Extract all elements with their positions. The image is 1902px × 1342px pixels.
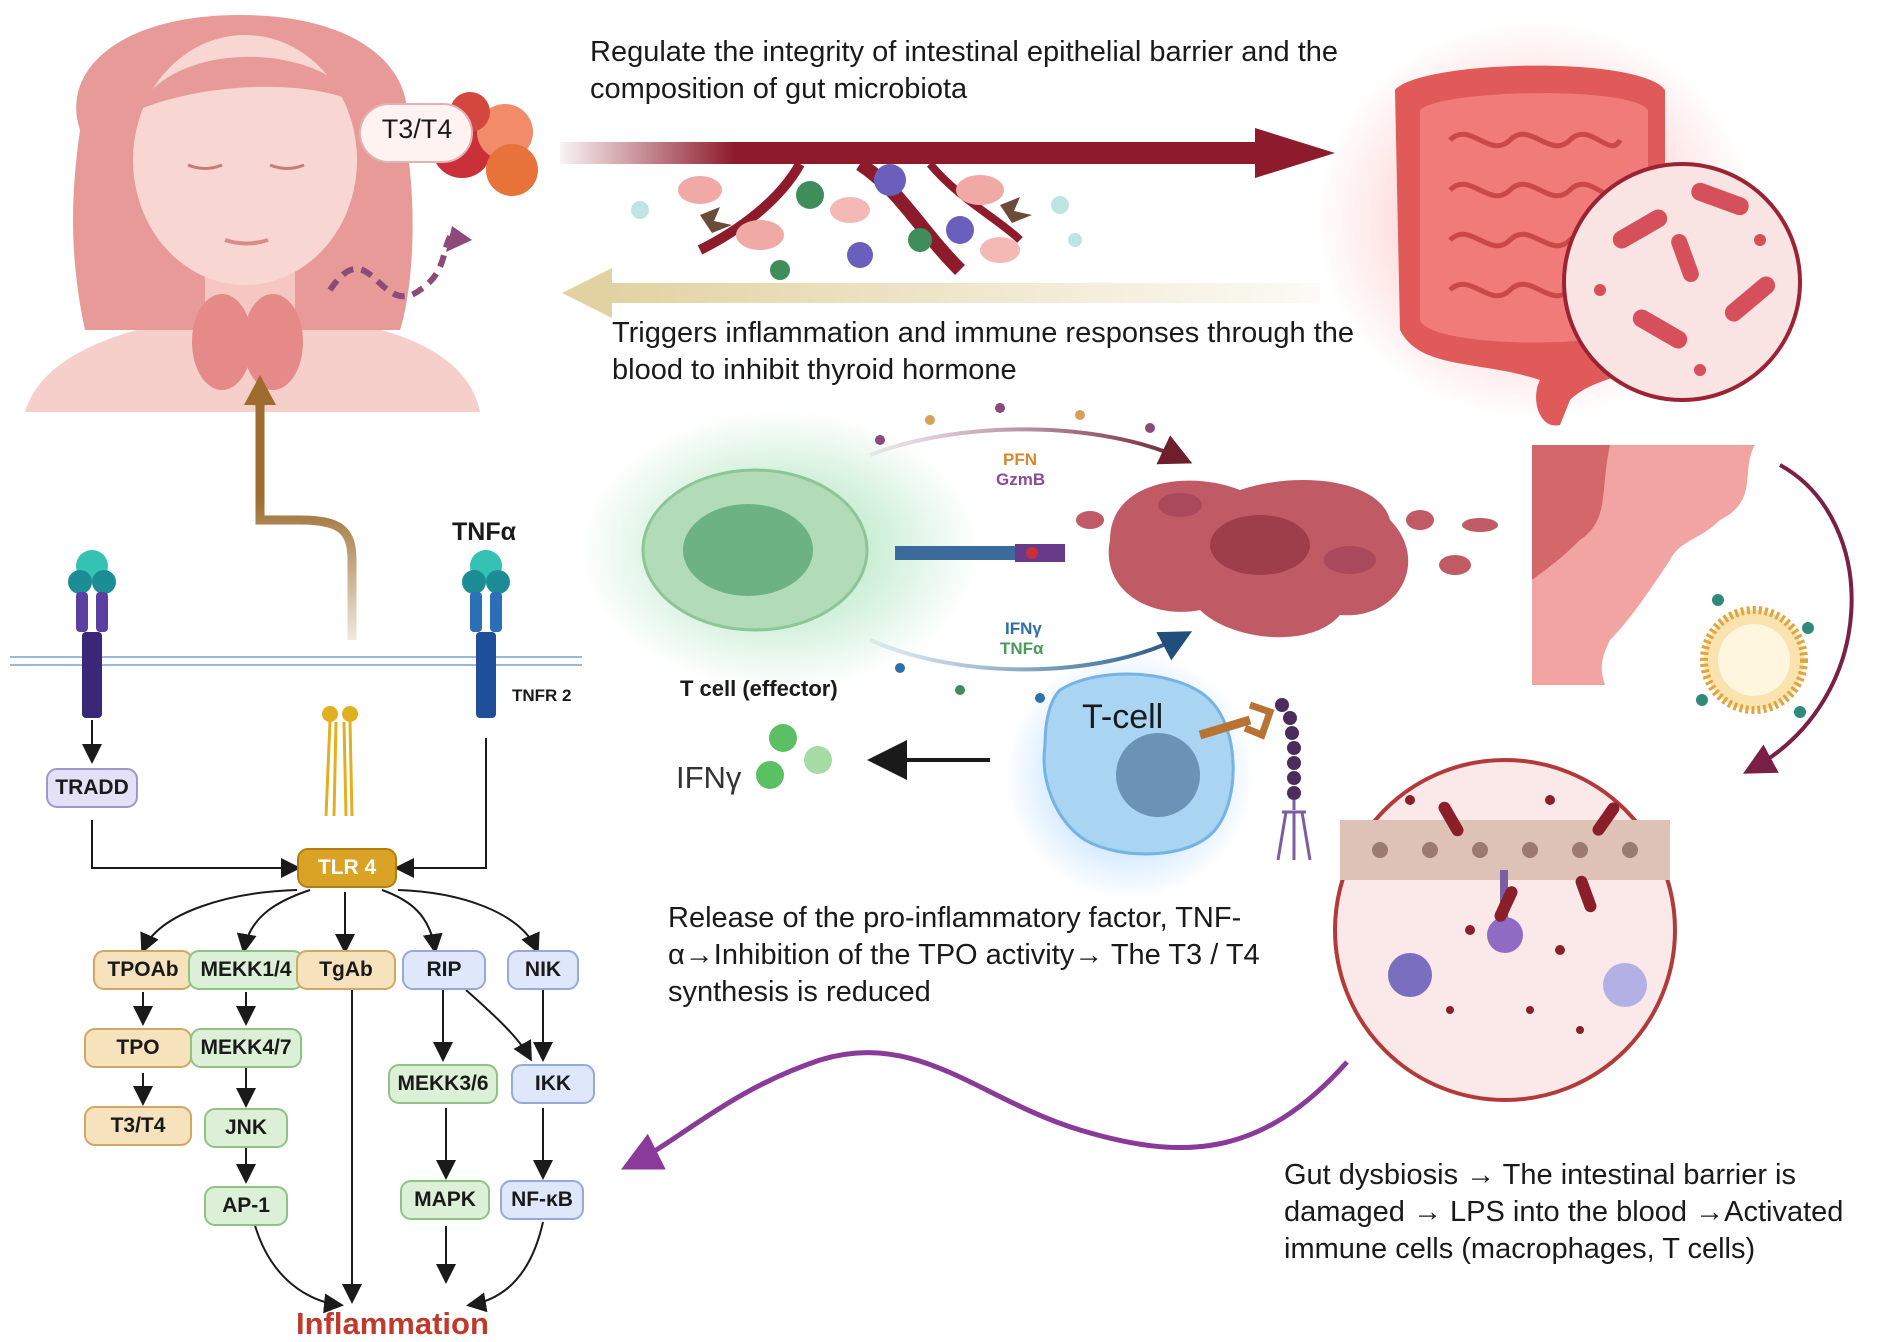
gut-dysbiosis-caption: Gut dysbiosis → The intestinal barrier i… [1284, 1159, 1844, 1265]
tnfa-arc-label: TNFα [1000, 639, 1044, 658]
tnfa-label: TNFα [452, 518, 516, 546]
hormone-label: T3/T4 [381, 114, 453, 144]
epithelium-magnifier [1333, 758, 1677, 1102]
node-tpo: TPO [84, 1028, 192, 1068]
node-nik: NIK [507, 950, 579, 990]
ifn-label: IFNγ [676, 760, 742, 795]
hormone-arrowhead [446, 226, 472, 252]
node-ap1: AP-1 [204, 1186, 288, 1226]
ifng-arc-label: IFNγ [1005, 619, 1042, 638]
tnfr2-receptor [462, 550, 510, 718]
node-tlr4: TLR 4 [297, 848, 397, 888]
node-mekk4-7: MEKK4/7 [190, 1028, 302, 1068]
perforin-arc [869, 427, 1193, 465]
effector-t-cell [580, 410, 980, 690]
effector-t-cell-label: T cell (effector) [680, 676, 838, 701]
tnfr2-label: TNFR 2 [512, 686, 572, 705]
node-tpoab: TPOAb [93, 950, 193, 990]
pfn-label: PFN [1003, 450, 1037, 469]
barrier-regulation-caption: Regulate the integrity of intestinal epi… [590, 36, 1339, 105]
cytokine-arc [869, 631, 1193, 672]
lps-entry-arrow [1742, 463, 1854, 774]
node-t3t4: T3/T4 [84, 1106, 192, 1146]
systemic-circulation-arrow [621, 1050, 1349, 1170]
inflammation-trigger-caption: Triggers inflammation and immune respons… [612, 317, 1355, 386]
blood-vessel-arrow [560, 128, 1335, 275]
tnfr1-receptor [68, 550, 116, 764]
node-ikk: IKK [511, 1064, 595, 1104]
lps-liposome [1696, 594, 1814, 718]
t-cell-label: T-cell [1082, 698, 1164, 736]
ifn-molecules [756, 724, 832, 789]
thyroid-gland [192, 294, 303, 390]
node-mekk1-4: MEKK1/4 [188, 950, 304, 990]
tcr-receptor-complex [895, 544, 1065, 562]
node-jnk: JNK [204, 1108, 288, 1148]
node-mekk3-6: MEKK3/6 [388, 1064, 498, 1104]
inflammation-label: Inflammation [296, 1306, 489, 1341]
barrier-tissue [1532, 445, 1755, 685]
target-cell [1076, 480, 1498, 638]
microbiota-magnifier [1562, 162, 1802, 402]
hormone-label-box [359, 103, 473, 163]
return-arrow [562, 268, 1320, 318]
node-rip: RIP [402, 950, 486, 990]
node-tradd: TRADD [46, 768, 138, 808]
gzmb-label: GzmB [996, 470, 1046, 489]
node-mapk: MAPK [400, 1180, 490, 1220]
tissue-cells [631, 164, 1082, 280]
node-nfkb: NF-κB [500, 1180, 584, 1220]
t-cell-illustration [1005, 650, 1255, 900]
lps-molecule-icon [322, 706, 358, 817]
mhc-receptor [1198, 698, 1312, 861]
thyroid-signal-arrow [255, 400, 357, 640]
pathway-connectors [91, 738, 553, 1314]
tnf-release-caption: Release of the pro-inflammatory factor, … [668, 902, 1260, 1008]
node-tgab: TgAb [296, 950, 396, 990]
thyroid-signal-arrowhead [244, 375, 276, 405]
